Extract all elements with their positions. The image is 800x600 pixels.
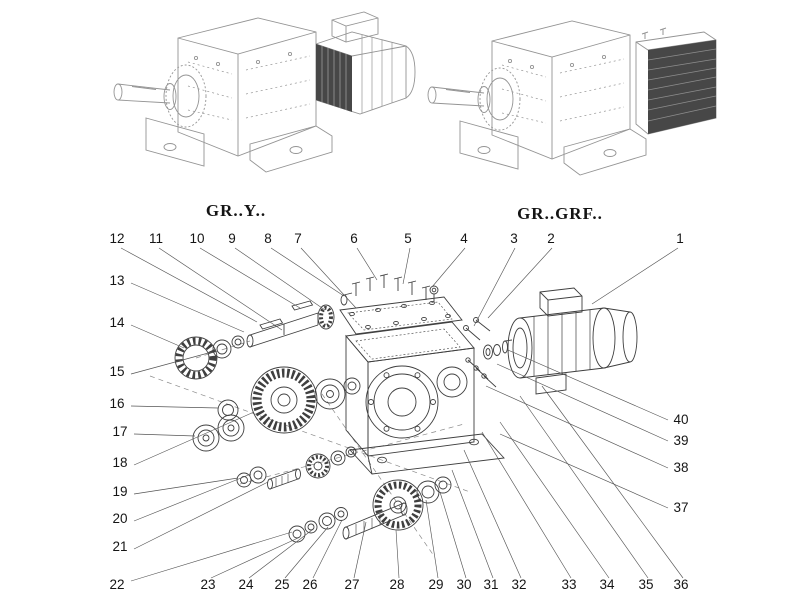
gear-housing (345, 321, 505, 475)
callout-32: 32 (511, 577, 527, 592)
callout-33: 33 (561, 577, 577, 592)
callout-17: 17 (112, 424, 128, 439)
callout-3: 3 (510, 231, 518, 246)
callout-12: 12 (109, 231, 125, 246)
callout-15: 15 (109, 364, 125, 379)
callout-29: 29 (428, 577, 444, 592)
callout-28: 28 (389, 577, 405, 592)
exploded-view-drawing (149, 273, 638, 557)
callout-34: 34 (599, 577, 615, 592)
callout-10: 10 (189, 231, 205, 246)
callout-19: 19 (112, 484, 128, 499)
callout-22: 22 (109, 577, 125, 592)
callout-13: 13 (109, 273, 125, 288)
top-bolts (351, 273, 439, 302)
callout-31: 31 (483, 577, 499, 592)
callout-40: 40 (673, 412, 689, 427)
output-shaft-assembly (288, 476, 452, 543)
callout-16: 16 (109, 396, 125, 411)
callout-35: 35 (638, 577, 654, 592)
callout-38: 38 (673, 460, 689, 475)
motor-mount-fasteners (463, 317, 513, 388)
callout-23: 23 (200, 577, 216, 592)
callout-5: 5 (404, 231, 412, 246)
callout-4: 4 (460, 231, 468, 246)
callout-20: 20 (112, 511, 128, 526)
callout-14: 14 (109, 315, 125, 330)
callout-39: 39 (673, 433, 689, 448)
callout-27: 27 (344, 577, 360, 592)
leader-lines (120, 247, 684, 582)
callout-9: 9 (228, 231, 236, 246)
cover-plate (339, 296, 463, 335)
callout-24: 24 (238, 577, 254, 592)
callout-11: 11 (148, 231, 163, 246)
figure-gr-grf-drawing (427, 20, 717, 176)
callout-36: 36 (673, 577, 689, 592)
callout-25: 25 (274, 577, 290, 592)
callout-21: 21 (112, 539, 128, 554)
figure-gr-y-drawing (113, 11, 416, 173)
figure-caption-gr-y: GR..Y.. (205, 201, 267, 220)
callout-18: 18 (112, 455, 128, 470)
callout-6: 6 (350, 231, 358, 246)
callout-26: 26 (302, 577, 318, 592)
callout-2: 2 (547, 231, 555, 246)
callout-37: 37 (673, 500, 689, 515)
callout-30: 30 (456, 577, 472, 592)
figure-caption-gr-grf: GR..GRF.. (517, 204, 603, 223)
intermediate-gear-set (192, 366, 361, 452)
input-shaft-assembly (174, 292, 353, 380)
callout-8: 8 (264, 231, 272, 246)
callout-7: 7 (294, 231, 302, 246)
electric-motor (507, 287, 638, 395)
callout-1: 1 (676, 231, 684, 246)
pinion-cluster (236, 446, 357, 490)
